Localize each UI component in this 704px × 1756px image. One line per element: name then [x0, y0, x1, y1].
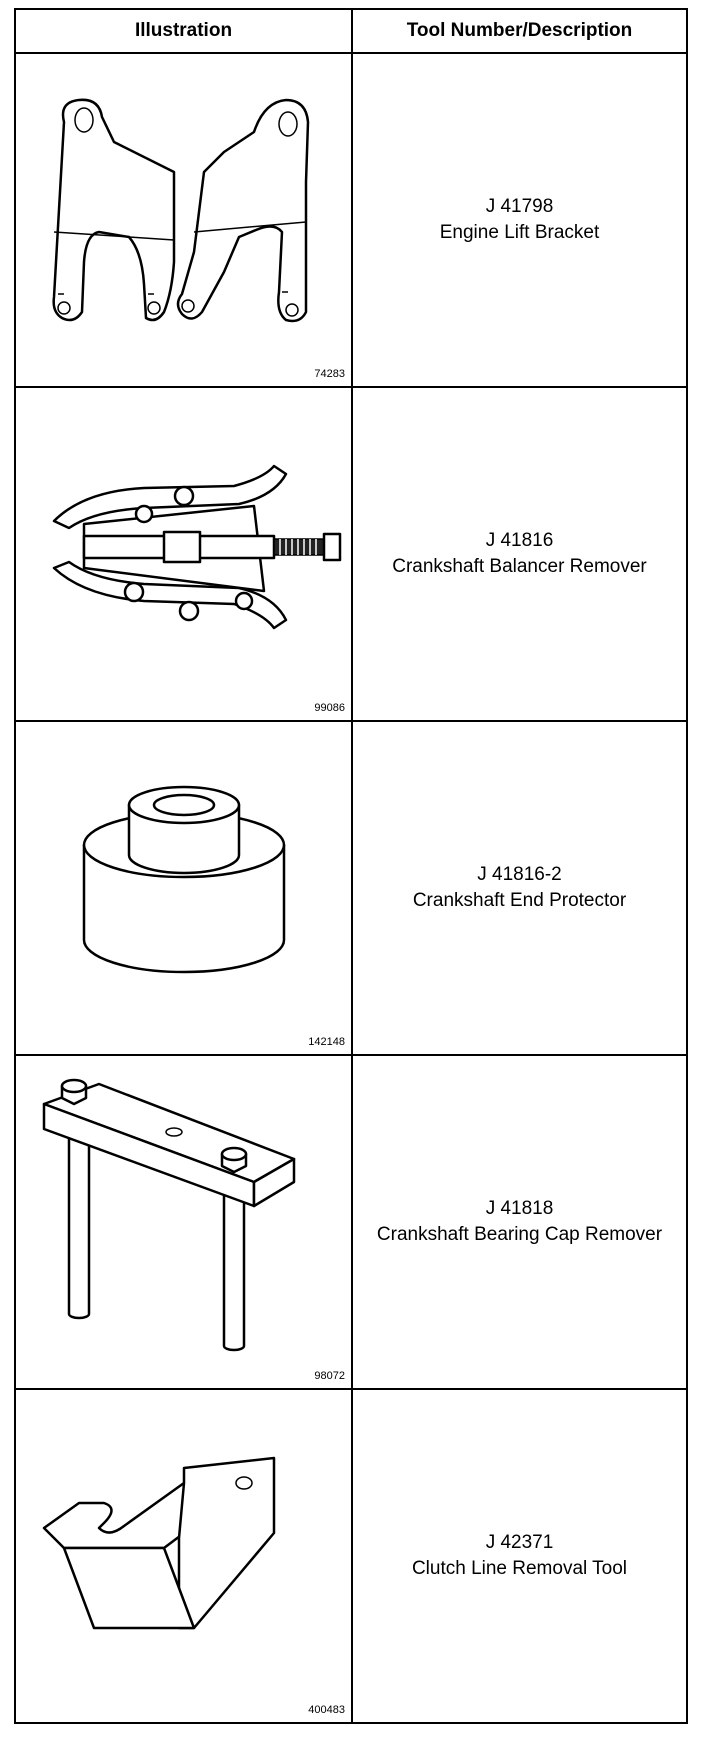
description-cell: J 41818 Crankshaft Bearing Cap Remover	[351, 1054, 688, 1390]
tool-number: J 41798	[485, 196, 554, 217]
illustration-cell: 400483	[14, 1388, 353, 1724]
figure-number: 400483	[308, 1704, 345, 1716]
end-protector-illustration	[82, 785, 286, 974]
tool-description: Clutch Line Removal Tool	[411, 1558, 628, 1579]
engine-lift-bracket-illustration	[52, 98, 310, 323]
bearing-cap-remover-illustration	[42, 1078, 296, 1352]
tool-number: J 41816	[485, 530, 554, 551]
figure-number: 74283	[314, 368, 345, 380]
figure-number: 99086	[314, 702, 345, 714]
header-illustration: Illustration	[14, 8, 353, 54]
header-tool-description: Tool Number/Description	[351, 8, 688, 54]
tool-description: Engine Lift Bracket	[439, 222, 600, 243]
tool-description: Crankshaft End Protector	[412, 890, 627, 911]
tool-number: J 41818	[485, 1198, 554, 1219]
description-cell: J 41816 Crankshaft Balancer Remover	[351, 386, 688, 722]
clutch-line-tool-illustration	[42, 1456, 276, 1630]
table-row: 400483 J 42371 Clutch Line Removal Tool	[14, 1388, 688, 1724]
description-cell: J 41798 Engine Lift Bracket	[351, 52, 688, 388]
table-row: 142148 J 41816-2 Crankshaft End Protecto…	[14, 720, 688, 1056]
tool-description: Crankshaft Bearing Cap Remover	[376, 1224, 663, 1245]
tool-number: J 42371	[485, 1532, 554, 1553]
description-cell: J 41816-2 Crankshaft End Protector	[351, 720, 688, 1056]
tool-description: Crankshaft Balancer Remover	[392, 556, 647, 577]
illustration-cell: 99086	[14, 386, 353, 722]
table-header-row: Illustration Tool Number/Description	[14, 8, 688, 54]
balancer-remover-illustration	[52, 464, 342, 630]
table-row: 99086 J 41816 Crankshaft Balancer Remove…	[14, 386, 688, 722]
tool-table: Illustration Tool Number/Description	[14, 8, 688, 1724]
illustration-cell: 142148	[14, 720, 353, 1056]
description-cell: J 42371 Clutch Line Removal Tool	[351, 1388, 688, 1724]
table-row: 98072 J 41818 Crankshaft Bearing Cap Rem…	[14, 1054, 688, 1390]
table-row: 74283 J 41798 Engine Lift Bracket	[14, 52, 688, 388]
illustration-cell: 74283	[14, 52, 353, 388]
figure-number: 142148	[308, 1036, 345, 1048]
tool-number: J 41816-2	[477, 864, 562, 885]
figure-number: 98072	[314, 1370, 345, 1382]
illustration-cell: 98072	[14, 1054, 353, 1390]
